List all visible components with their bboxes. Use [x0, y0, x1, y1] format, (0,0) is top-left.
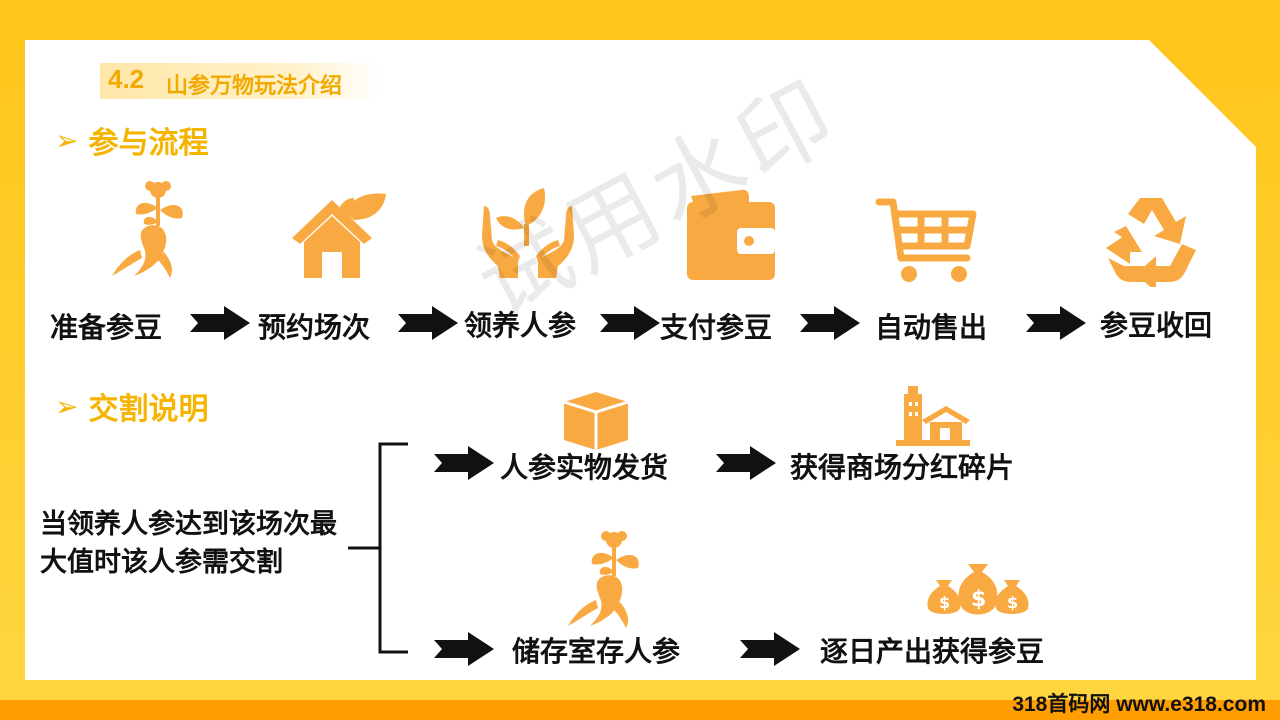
- arrow-right-icon: [740, 632, 800, 666]
- package-box-icon: [563, 392, 629, 450]
- arrow-right-icon: [600, 306, 660, 340]
- arrow-right-icon: [398, 306, 458, 340]
- step-label-adopt: 领养人参: [464, 309, 577, 342]
- step-label-recover: 参豆收回: [1100, 309, 1213, 342]
- settlement-heading: ➢ 交割说明: [55, 384, 208, 428]
- chevron-right-icon: ➢: [55, 123, 79, 157]
- svg-text:$: $: [939, 593, 950, 612]
- option1-action: 人参实物发货: [500, 451, 669, 484]
- shopping-cart-icon: [875, 198, 977, 282]
- section-title: 山参万物玩法介绍: [166, 74, 343, 99]
- step-label-pay: 支付参豆: [660, 311, 773, 344]
- chevron-right-icon: ➢: [55, 389, 79, 423]
- buildings-icon: [896, 386, 970, 446]
- site-watermark: 318首码网 www.e318.com: [1012, 693, 1266, 716]
- step-label-reserve: 预约场次: [258, 311, 371, 344]
- bracket: [348, 442, 408, 654]
- option2-result: 逐日产出获得参豆: [820, 635, 1045, 668]
- wallet-icon: [687, 189, 775, 280]
- svg-text:$: $: [1007, 593, 1018, 612]
- option1-result: 获得商场分红碎片: [790, 451, 1015, 484]
- step-label-auto-sell: 自动售出: [875, 311, 988, 344]
- settlement-condition: 当领养人参达到该场次最大值时该人参需交割: [40, 509, 337, 578]
- arrow-right-icon: [716, 446, 776, 480]
- arrow-right-icon: [434, 446, 494, 480]
- arrow-right-icon: [1026, 306, 1086, 340]
- arrow-right-icon: [190, 306, 250, 340]
- option2-action: 储存室存人参: [512, 635, 681, 668]
- hands-sprout-icon: [482, 188, 574, 278]
- slide-canvas: [25, 40, 1256, 680]
- arrow-right-icon: [434, 632, 494, 666]
- house-leaf-icon: [292, 193, 386, 278]
- section-badge: [100, 63, 380, 99]
- process-heading-text: 参与流程: [88, 126, 209, 161]
- section-number: 4.2: [108, 64, 145, 94]
- recycle-icon: [1106, 198, 1196, 287]
- money-bags-icon: $ $ $: [927, 564, 1029, 615]
- step-label-prepare: 准备参豆: [50, 311, 163, 344]
- arrow-right-icon: [800, 306, 860, 340]
- settlement-heading-text: 交割说明: [88, 392, 209, 427]
- process-heading: ➢ 参与流程: [55, 118, 208, 162]
- ginseng-icon: [112, 181, 183, 278]
- svg-text:$: $: [971, 587, 986, 612]
- ginseng-icon: [568, 531, 639, 628]
- footer-bar: [0, 700, 1280, 720]
